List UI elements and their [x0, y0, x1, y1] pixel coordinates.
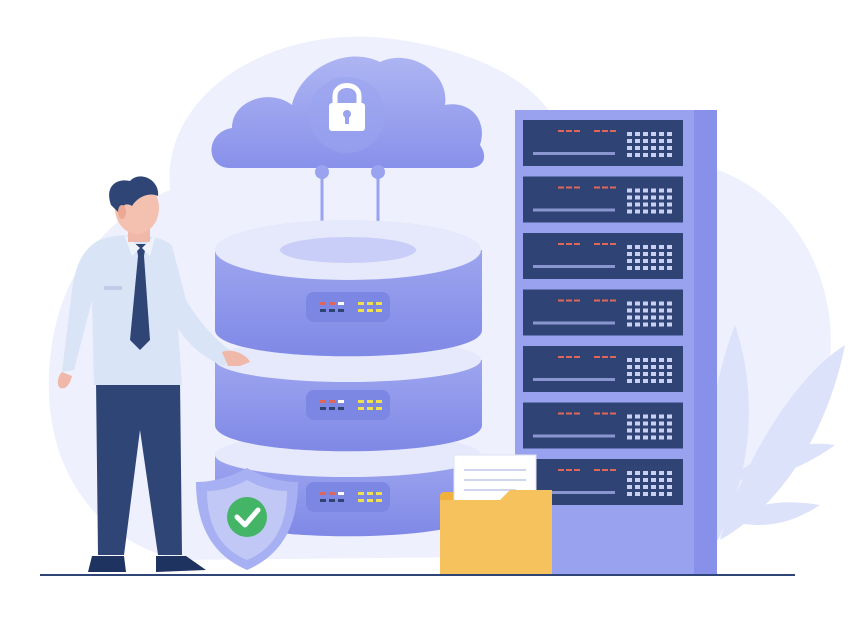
db-indicator-bottom [306, 482, 390, 512]
db-indicator-middle [306, 390, 390, 420]
folder-documents-icon [440, 454, 552, 574]
cloud-lock-icon [211, 56, 485, 258]
server-unit [523, 176, 683, 223]
server-unit [523, 233, 683, 279]
shield-check-icon [196, 468, 298, 570]
database-stack-icon [215, 220, 482, 537]
padlock-icon [329, 83, 365, 131]
businessman-figure [57, 176, 250, 572]
server-unit [523, 120, 683, 166]
server-unit [523, 346, 683, 392]
db-indicator-top [306, 292, 390, 322]
decorative-leaf-icon [707, 325, 845, 545]
server-unit [523, 402, 683, 449]
server-unit [523, 289, 683, 336]
server-rack-icon [515, 110, 717, 575]
